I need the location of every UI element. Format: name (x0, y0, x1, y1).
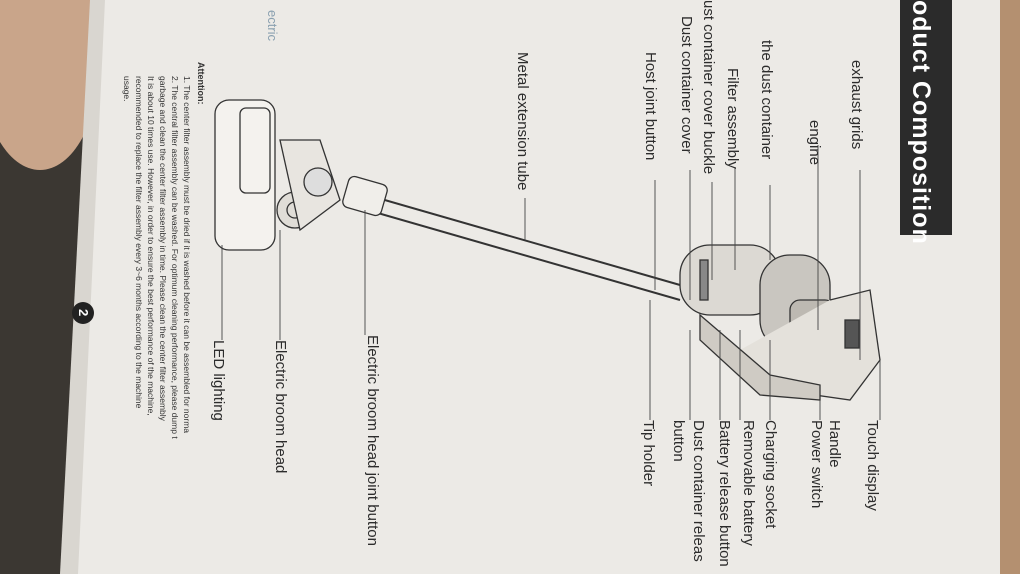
label-charging-socket: Charging socket (762, 420, 779, 529)
page-number-badge: 2 (72, 302, 94, 324)
label-filter-assembly: Filter assembly (724, 68, 741, 169)
label-electric-broom-head: Electric broom head (272, 340, 289, 474)
attention-line-4: It is about 10 times use. However, in or… (146, 76, 156, 416)
attention-line-1: 1. The center filter assembly must be dr… (182, 76, 192, 434)
metal-tube (349, 189, 681, 286)
label-exhaust-grids: exhaust grids (848, 60, 865, 150)
attention-heading: Attention: (196, 62, 206, 105)
label-container-cover-buckle: ust container cover buckle (700, 0, 717, 175)
prev-page-tab-text: ectric (265, 10, 280, 42)
label-tip-holder: Tip holder (640, 420, 657, 487)
attention-line-2: 2. The central filter assembly can be wa… (170, 76, 180, 439)
label-engine: engine (806, 120, 823, 166)
page-title: oduct Composition (907, 0, 935, 245)
label-handle: Handle (826, 420, 843, 468)
label-removable-battery: Removable battery (740, 420, 757, 546)
label-power-switch: Power switch (808, 420, 825, 509)
label-dust-container-release-2: button (670, 420, 687, 462)
broom-head (214, 99, 276, 251)
attention-line-5: recommended to replace the filter assemb… (134, 76, 144, 409)
label-host-joint-button: Host joint button (642, 52, 659, 161)
attention-line-6: usage. (122, 76, 132, 102)
attention-line-3: garbage and clean the center filter asse… (158, 76, 168, 421)
label-dust-container-cover: Dust container cover (678, 16, 695, 154)
label-battery-release-button: Battery release button (716, 420, 733, 567)
label-led-lighting: LED lighting (210, 340, 227, 421)
label-touch-display: Touch display (864, 420, 881, 511)
label-broom-head-joint-button: Electric broom head joint button (364, 335, 381, 546)
label-dust-container: the dust container (758, 40, 775, 160)
label-dust-container-release: Dust container releas (690, 420, 707, 562)
label-metal-extension-tube: Metal extension tube (514, 52, 531, 191)
